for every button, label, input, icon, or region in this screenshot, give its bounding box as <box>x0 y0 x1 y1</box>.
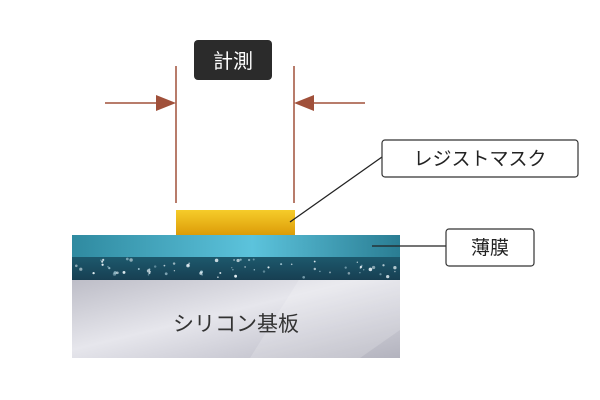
particle-speck <box>244 266 246 268</box>
particle-speck <box>186 263 190 268</box>
particle-speck <box>344 266 347 269</box>
particle-speck <box>108 267 111 270</box>
substrate-sheen <box>250 278 400 358</box>
particle-speck <box>214 258 219 263</box>
particle-speck <box>313 260 316 263</box>
particle-speck <box>231 267 233 269</box>
particle-speck <box>147 274 150 276</box>
particle-speck <box>319 270 321 273</box>
particle-speck <box>280 263 283 266</box>
particle-speck <box>253 269 256 271</box>
particle-speck <box>262 270 266 273</box>
particle-speck <box>153 265 157 268</box>
particle-speck <box>116 271 119 275</box>
particle-speck <box>356 261 358 263</box>
particle-speck <box>101 263 104 266</box>
particle-speck <box>386 274 390 279</box>
particle-speck <box>217 276 219 279</box>
particle-speck <box>129 258 133 262</box>
resist-mask-callout-line <box>289 156 383 223</box>
particle-speck <box>267 266 270 269</box>
particle-speck <box>347 272 351 275</box>
thin-film-callout-box <box>445 228 535 267</box>
particle-speck <box>122 270 126 274</box>
particle-speck <box>313 267 317 271</box>
particle-speck <box>368 267 373 272</box>
particle-speck <box>188 262 191 265</box>
particle-speck <box>146 269 151 273</box>
particle-speck <box>148 272 151 275</box>
particle-speck <box>290 263 293 266</box>
particle-speck <box>163 264 166 267</box>
particle-speck <box>164 272 168 276</box>
particle-speckles <box>75 257 397 279</box>
particle-speck <box>247 258 251 262</box>
particle-speck <box>239 258 242 261</box>
particle-speck <box>137 268 140 270</box>
particle-speck <box>394 270 396 273</box>
measurement-label: 計測 <box>213 49 253 73</box>
particle-speck <box>101 260 104 263</box>
measurement-arrow-right-head <box>294 95 314 111</box>
particle-speck <box>125 257 129 261</box>
particle-speck <box>75 264 78 268</box>
particle-speck <box>234 274 238 278</box>
measurement-arrow-left-head <box>156 95 176 111</box>
particle-speck <box>382 264 385 267</box>
particle-speck <box>113 271 117 275</box>
particle-speck <box>233 259 236 261</box>
particle-speck <box>92 271 95 275</box>
particle-speck <box>219 271 222 275</box>
silicon-substrate-label: シリコン基板 <box>173 312 299 336</box>
resist-mask-label: レジストマスク <box>413 148 546 170</box>
resist-mask-callout-box <box>381 139 579 178</box>
particle-speck <box>329 271 331 274</box>
resist-mask-block <box>176 210 295 235</box>
particle-speck <box>102 258 105 261</box>
particle-speck <box>371 265 376 270</box>
particle-speck <box>360 264 363 267</box>
particle-speck <box>172 262 176 265</box>
particle-speck <box>173 270 176 272</box>
thin-film-layer <box>72 235 400 257</box>
particle-speck <box>236 258 240 263</box>
particle-speck <box>252 258 255 261</box>
particle-speck <box>379 273 382 276</box>
particle-speck <box>363 269 365 271</box>
particle-speck <box>199 271 203 275</box>
particle-speck <box>359 272 361 274</box>
particle-speck <box>79 267 83 271</box>
particle-speck <box>201 273 203 276</box>
silicon-substrate-layer <box>72 278 400 358</box>
thin-film-label: 薄膜 <box>471 237 509 259</box>
particle-speck <box>393 266 397 270</box>
particle-speck <box>107 265 109 268</box>
measurement-label-box <box>194 40 272 80</box>
particle-speck <box>232 268 234 271</box>
particle-speck <box>100 259 102 262</box>
particle-speck <box>302 275 306 279</box>
